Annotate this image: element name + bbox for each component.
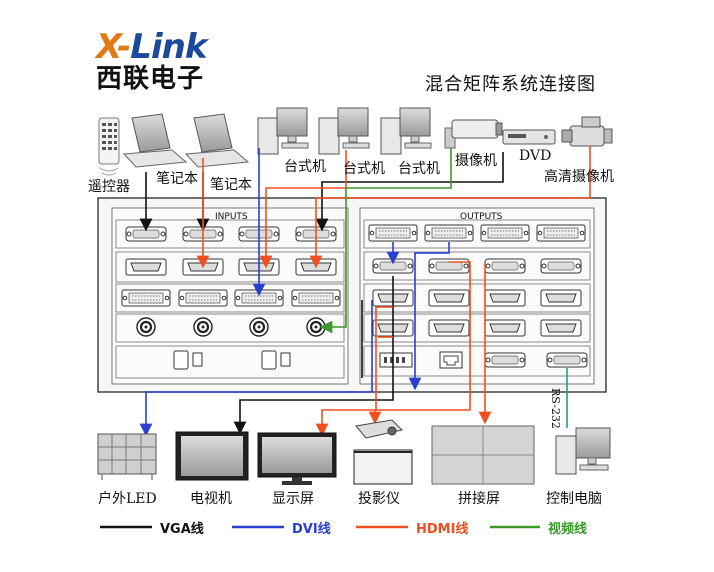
video-cables bbox=[319, 148, 452, 334]
video-wall-icon bbox=[431, 425, 535, 485]
desktop-3-icon bbox=[380, 107, 432, 155]
output-label-tv: 电视机 bbox=[190, 491, 232, 507]
source-label-hd-camera: 高清摄像机 bbox=[544, 169, 614, 185]
output-label-monitor: 显示屏 bbox=[272, 491, 314, 507]
dvd-player-icon bbox=[502, 129, 556, 145]
output-label-led: 户外LED bbox=[98, 491, 157, 507]
output-label-videowall: 拼接屏 bbox=[458, 491, 500, 507]
tv-icon bbox=[175, 431, 249, 481]
output-label-projector: 投影仪 bbox=[358, 491, 400, 507]
input-power-sockets bbox=[173, 350, 291, 370]
source-label-remote: 遥控器 bbox=[88, 179, 130, 195]
inputs-label: INPUTS bbox=[215, 212, 248, 222]
legend-label-hdmi: HDMI线 bbox=[416, 522, 469, 537]
remote-control-icon bbox=[98, 117, 120, 176]
output-label-pc: 控制电脑 bbox=[546, 491, 602, 507]
source-label-desktop-1: 台式机 bbox=[284, 159, 326, 175]
company-name: 西联电子 bbox=[96, 64, 205, 94]
company-logo: X-Link 西联电子 bbox=[96, 27, 207, 94]
desktop-1-icon bbox=[257, 107, 309, 155]
brand-name: X-Link bbox=[96, 27, 207, 67]
source-label-dvd: DVD bbox=[519, 148, 552, 164]
legend-label-dvi: DVI线 bbox=[292, 522, 331, 537]
source-label-laptop-2: 笔记本 bbox=[210, 177, 252, 193]
control-pc-icon bbox=[555, 427, 611, 475]
hd-camera-icon bbox=[561, 116, 613, 147]
outputs-label: OUTPUTS bbox=[460, 212, 503, 222]
brand-x: X- bbox=[96, 27, 131, 67]
hdmi-cables bbox=[196, 146, 591, 437]
outdoor-led-icon bbox=[97, 433, 157, 480]
security-camera-icon bbox=[444, 119, 503, 149]
source-label-desktop-2: 台式机 bbox=[343, 161, 385, 177]
legend-label-vga: VGA线 bbox=[160, 522, 204, 537]
diagram-title: 混合矩阵系统连接图 bbox=[425, 74, 596, 95]
projector-icon bbox=[353, 419, 413, 485]
brand-rest: Link bbox=[130, 27, 207, 67]
legend-label-video: 视频线 bbox=[548, 522, 588, 537]
laptop-2-icon bbox=[184, 113, 250, 168]
dvi-cables bbox=[139, 148, 450, 437]
source-label-desktop-3: 台式机 bbox=[398, 161, 440, 177]
monitor-icon bbox=[257, 432, 337, 485]
laptop-1-icon bbox=[122, 113, 188, 168]
desktop-2-icon bbox=[318, 107, 370, 155]
output-control-ports bbox=[379, 351, 588, 369]
source-label-laptop-1: 笔记本 bbox=[156, 171, 198, 187]
source-label-camera: 摄像机 bbox=[455, 153, 497, 169]
